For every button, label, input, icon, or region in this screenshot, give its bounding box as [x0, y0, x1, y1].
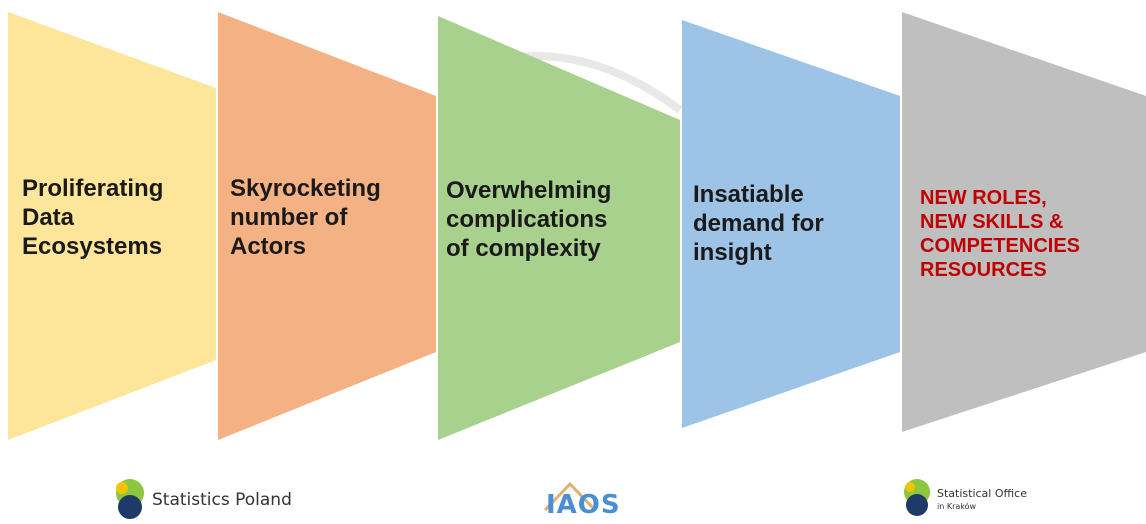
- funnel-shape-proliferating: [8, 12, 216, 440]
- label-overwhelming: Overwhelming complications of complexity: [446, 177, 612, 262]
- statistics-poland-logo-text: Statistics Poland: [152, 490, 292, 510]
- funnel-shape-insatiable: [682, 20, 900, 428]
- statistics-poland-logo-icon: [116, 479, 144, 519]
- funnel-shape-new-roles: [902, 12, 1146, 432]
- label-proliferating: Proliferating Data Ecosystems: [22, 175, 164, 260]
- label-skyrocketing: Skyrocketing number of Actors: [230, 175, 381, 260]
- funnel-shape-overwhelming: [438, 16, 680, 440]
- funnel-shape-skyrocketing: [218, 12, 436, 440]
- krakow-office-logo-line2: in Kraków: [937, 502, 977, 511]
- label-new-roles: NEW ROLES, NEW SKILLS & COMPETENCIES RES…: [920, 187, 1081, 281]
- krakow-office-logo-icon: [904, 479, 930, 516]
- iaos-logo-icon: [543, 481, 597, 512]
- krakow-office-logo-line1: Statistical Office: [937, 487, 1027, 500]
- label-insatiable: Insatiable demand for insight: [693, 181, 824, 266]
- iaos-logo-text: IAOS: [546, 490, 621, 520]
